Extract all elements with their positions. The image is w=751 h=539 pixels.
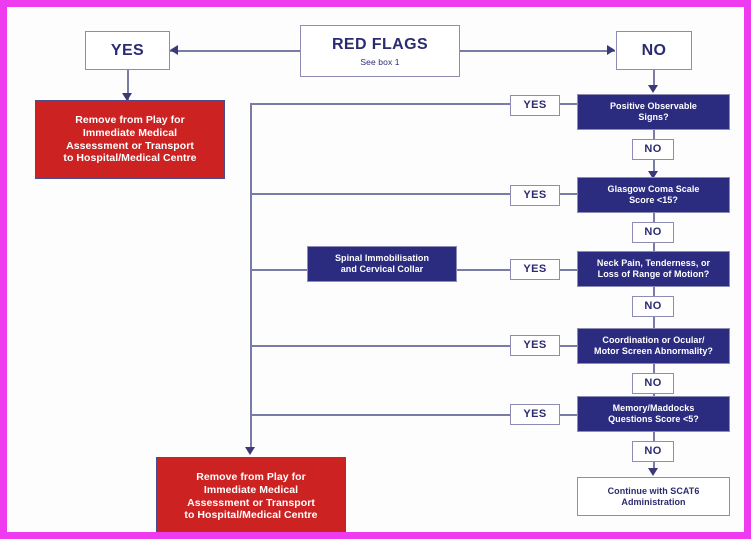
connector-redflags-to-yes	[170, 50, 300, 52]
arrow-trunk-to-remove-bottom	[245, 447, 255, 455]
arrow-to-remove-top	[122, 93, 132, 101]
branch-line-q5-right	[560, 414, 578, 416]
node-yes-top: YES	[85, 31, 170, 70]
branch-line-q4-right	[560, 345, 578, 347]
branch-line-q5	[250, 414, 511, 416]
no-badge-q3: NO	[632, 296, 674, 317]
remove-top-line3: Assessment or Transport	[66, 139, 194, 152]
branch-line-q1	[250, 103, 511, 105]
no-label-q2: NO	[644, 225, 662, 238]
connector-q5-no	[653, 432, 655, 442]
no-badge-q1: NO	[632, 139, 674, 160]
arrow-to-yes-left	[170, 45, 178, 55]
connector-redflags-to-no	[460, 50, 615, 52]
arrow-q5-to-continue	[648, 468, 658, 476]
node-remove-from-play-bottom: Remove from Play for Immediate Medical A…	[156, 457, 346, 532]
red-flags-subtitle: See box 1	[360, 56, 400, 67]
remove-top-line4: to Hospital/Medical Centre	[63, 152, 197, 165]
q3-line2: Loss of Range of Motion?	[597, 269, 710, 279]
red-flags-title: RED FLAGS	[331, 36, 429, 54]
yes-label-q5: YES	[523, 407, 547, 420]
node-spinal-immobilisation: Spinal Immobilisation and Cervical Colla…	[307, 246, 457, 282]
branch-line-q4	[250, 345, 511, 347]
flowchart-stage: RED FLAGS See box 1 YES NO Remove from P…	[7, 7, 744, 532]
q5-line2: Questions Score <5?	[608, 414, 699, 424]
q1-line2: Signs?	[638, 112, 669, 122]
no-label-q5: NO	[644, 444, 662, 457]
branch-line-q2	[250, 193, 511, 195]
no-label-q3: NO	[644, 299, 662, 312]
remove-bottom-line4: to Hospital/Medical Centre	[184, 509, 318, 522]
yes-top-label: YES	[110, 41, 145, 59]
branch-line-q2-right	[560, 193, 578, 195]
arrow-q1-to-q2	[648, 171, 658, 179]
continue-line1: Continue with SCAT6	[607, 485, 700, 496]
yes-badge-q3: YES	[510, 259, 560, 280]
node-neck-pain: Neck Pain, Tenderness, or Loss of Range …	[577, 251, 730, 287]
q5-line1: Memory/Maddocks	[612, 403, 695, 414]
yes-badge-q2: YES	[510, 185, 560, 206]
spinal-line2: and Cervical Collar	[340, 264, 424, 274]
remove-bottom-line1: Remove from Play for	[196, 470, 306, 483]
connector-q1-no-down	[653, 160, 655, 174]
no-label-q4: NO	[644, 376, 662, 389]
remove-top-line2: Immediate Medical	[82, 126, 178, 139]
branch-line-q3-mid	[457, 269, 510, 271]
branch-line-q3-left	[250, 269, 307, 271]
remove-bottom-line3: Assessment or Transport	[187, 496, 315, 509]
q4-line1: Coordination or Ocular/	[602, 335, 705, 346]
node-continue-scat6: Continue with SCAT6 Administration	[577, 477, 730, 516]
yes-label-q3: YES	[523, 262, 547, 275]
node-remove-from-play-top: Remove from Play for Immediate Medical A…	[35, 100, 225, 179]
connector-q3-no-down	[653, 317, 655, 331]
q2-line1: Glasgow Coma Scale	[607, 184, 700, 195]
node-glasgow-coma-scale: Glasgow Coma Scale Score <15?	[577, 177, 730, 213]
connector-q1-no	[653, 130, 655, 140]
no-top-label: NO	[641, 41, 667, 59]
no-badge-q4: NO	[632, 373, 674, 394]
node-positive-observable-signs: Positive Observable Signs?	[577, 94, 730, 130]
yes-badge-q5: YES	[510, 404, 560, 425]
connector-q2-no	[653, 213, 655, 223]
branch-line-q3-right	[560, 269, 578, 271]
connector-q5-no-down	[653, 462, 655, 472]
connector-q2-no-down	[653, 243, 655, 257]
no-badge-q5: NO	[632, 441, 674, 462]
branch-line-q1-right	[560, 103, 578, 105]
connector-no-to-q1	[653, 70, 655, 88]
no-badge-q2: NO	[632, 222, 674, 243]
node-coordination-ocular: Coordination or Ocular/ Motor Screen Abn…	[577, 328, 730, 364]
q2-line2: Score <15?	[629, 195, 678, 205]
q1-line1: Positive Observable	[610, 101, 697, 112]
node-no-top: NO	[616, 31, 692, 70]
yes-badge-q4: YES	[510, 335, 560, 356]
yes-label-q4: YES	[523, 338, 547, 351]
yes-label-q1: YES	[523, 98, 547, 111]
q4-line2: Motor Screen Abnormality?	[594, 346, 713, 356]
q3-line1: Neck Pain, Tenderness, or	[596, 258, 711, 269]
arrow-to-q1	[648, 85, 658, 93]
yes-badge-q1: YES	[510, 95, 560, 116]
remove-bottom-line2: Immediate Medical	[203, 483, 299, 496]
connector-yes-to-remove-top	[127, 70, 129, 101]
continue-line2: Administration	[621, 496, 686, 507]
node-red-flags: RED FLAGS See box 1	[300, 25, 460, 77]
trunk-yes-line	[250, 103, 252, 452]
remove-top-line1: Remove from Play for	[75, 113, 185, 126]
spinal-line1: Spinal Immobilisation	[334, 253, 430, 264]
no-label-q1: NO	[644, 142, 662, 155]
arrow-to-no-right	[607, 45, 615, 55]
yes-label-q2: YES	[523, 188, 547, 201]
node-memory-maddocks: Memory/Maddocks Questions Score <5?	[577, 396, 730, 432]
connector-q4-no	[653, 364, 655, 374]
connector-q3-no	[653, 287, 655, 297]
